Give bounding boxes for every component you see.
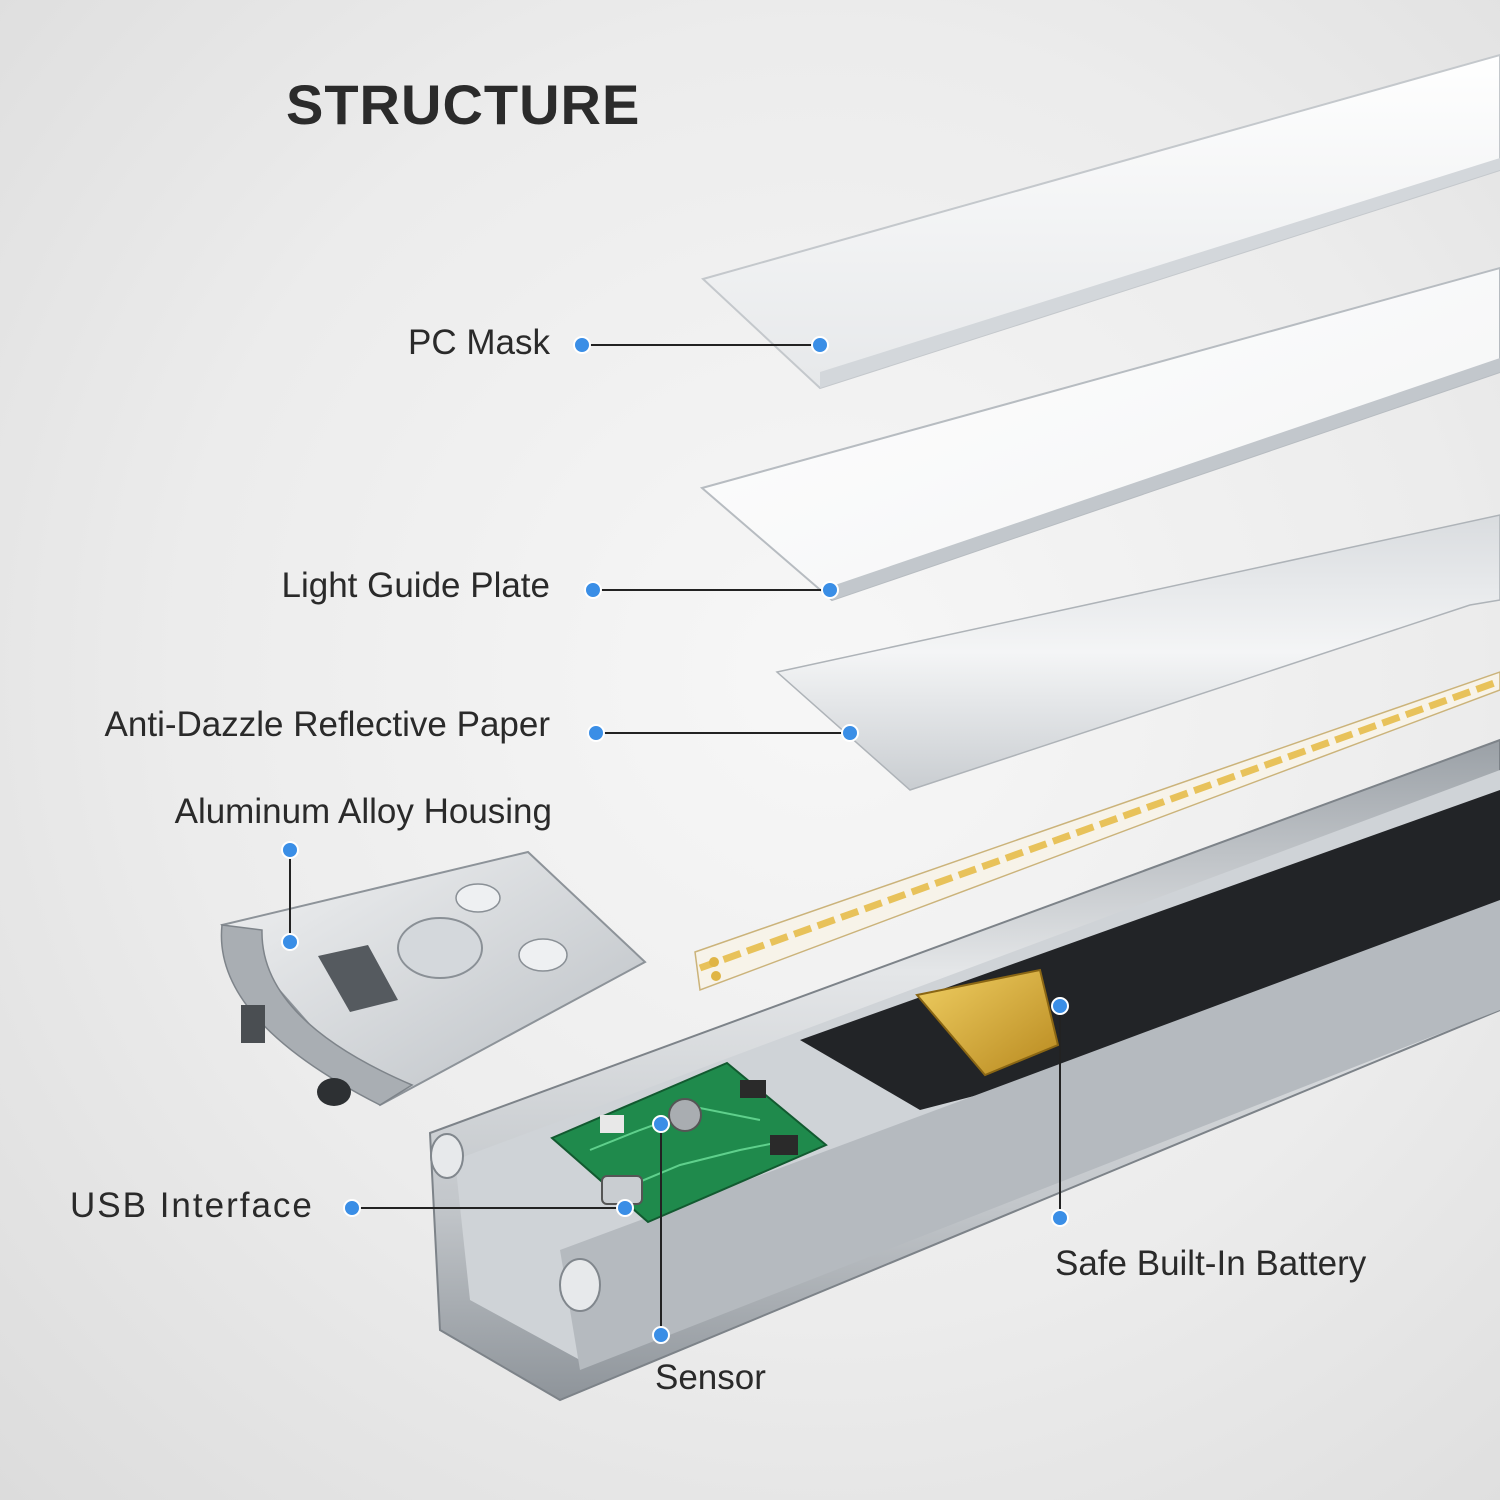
label-battery: Safe Built-In Battery bbox=[1055, 1244, 1367, 1283]
pc-mask bbox=[701, 53, 1500, 390]
pcb-board bbox=[550, 1061, 828, 1224]
callout-dot-paper bbox=[587, 724, 605, 742]
callout-dot-usb bbox=[343, 1199, 361, 1217]
callout-dot-pc-mask-end bbox=[811, 336, 829, 354]
page-title: STRUCTURE bbox=[286, 73, 641, 136]
callout-dots bbox=[281, 336, 1069, 1344]
callout-dot-housing-end bbox=[281, 933, 299, 951]
label-usb-interface: USB Interface bbox=[70, 1186, 314, 1225]
callout-lines bbox=[289, 344, 1061, 1335]
label-light-guide-plate: Light Guide Plate bbox=[281, 566, 550, 605]
light-guide-plate bbox=[699, 266, 1500, 602]
battery bbox=[915, 968, 1060, 1077]
callout-dot-sensor bbox=[652, 1115, 670, 1133]
end-cap bbox=[220, 850, 647, 1107]
label-pc-mask: PC Mask bbox=[408, 323, 550, 362]
aluminum-housing bbox=[428, 738, 1500, 1402]
callout-dot-light-guide bbox=[584, 581, 602, 599]
callout-dot-battery bbox=[1051, 997, 1069, 1015]
callout-dot-housing bbox=[281, 841, 299, 859]
led-strip bbox=[694, 671, 1500, 992]
callout-dot-sensor-end bbox=[652, 1326, 670, 1344]
callout-dot-usb-end bbox=[616, 1199, 634, 1217]
label-housing: Aluminum Alloy Housing bbox=[174, 792, 552, 831]
callout-dot-paper-end bbox=[841, 724, 859, 742]
label-sensor: Sensor bbox=[655, 1358, 766, 1397]
callout-dot-light-guide-end bbox=[821, 581, 839, 599]
reflective-paper bbox=[775, 514, 1500, 791]
label-reflective-paper: Anti-Dazzle Reflective Paper bbox=[104, 705, 550, 744]
callout-dot-pc-mask bbox=[573, 336, 591, 354]
callout-dot-battery-end bbox=[1051, 1209, 1069, 1227]
